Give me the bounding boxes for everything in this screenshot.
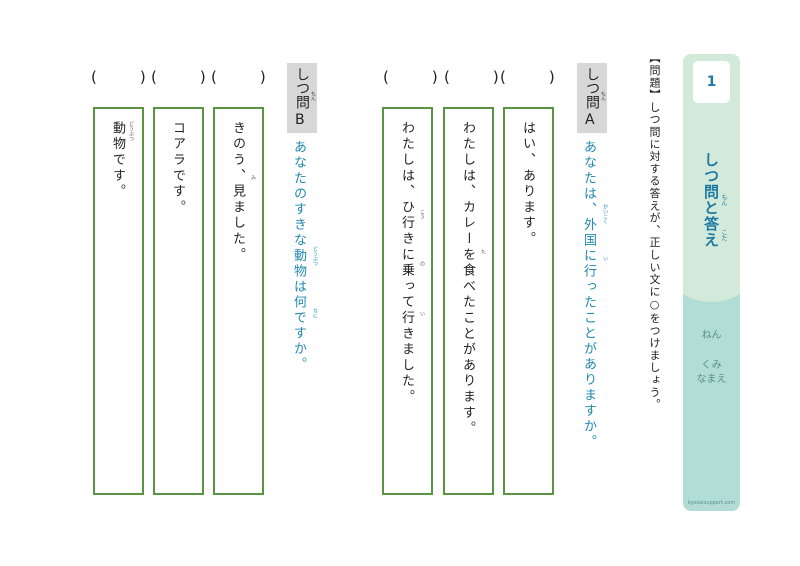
question-b-label: しつ問 [294, 67, 310, 109]
worksheet-number: 1 [693, 61, 730, 103]
answer-a2-box[interactable]: わたしは、カレーを食べたことがあります。 た [443, 107, 494, 495]
answer-b2-text: コアラです。 [170, 121, 185, 216]
answer-b3-box[interactable]: 動物です。 どうぶつ [93, 107, 144, 495]
title-ruby-mon: もん [720, 194, 727, 206]
title-ruby-kota: こた [720, 229, 727, 241]
answer-a3-paren[interactable]: ( ) [383, 68, 452, 86]
name-label: なまえ [696, 374, 727, 385]
question-a-label: しつ問 [584, 67, 600, 109]
question-a-letter: A [585, 112, 595, 128]
question-b-ruby-nani: なに [312, 308, 318, 318]
answer-a3-ruby-no: の [419, 261, 425, 266]
question-b-text: あなたのすきな動物は何ですか。 [291, 140, 306, 373]
answer-a3-ruby-i: い [419, 311, 425, 316]
answer-b2-box[interactable]: コアラです。 [153, 107, 204, 495]
answer-a1-text: はい、あります。 [520, 121, 535, 248]
question-a-label-ruby: もん [600, 91, 606, 101]
worksheet-sidebar: 1 しつ問と答え もん こた ねん くみ なまえ kyozaisupport.c… [683, 54, 740, 511]
question-a-ruby-i: い [602, 256, 608, 261]
answer-a3-box[interactable]: わたしは、ひ行きに乗って行きました。 こう の い [382, 107, 433, 495]
answer-b1-ruby-mi: み [250, 175, 256, 180]
question-a-text: あなたは、外国に行ったことがありますか。 [581, 140, 596, 450]
question-a-tab: しつ問 もん A [577, 63, 607, 133]
answer-b1-text: きのう、見ました。 [230, 121, 245, 264]
answer-a3-text: わたしは、ひ行きに乗って行きました。 [399, 121, 414, 406]
answer-b1-box[interactable]: きのう、見ました。 み [213, 107, 264, 495]
answer-a2-text: わたしは、カレーを食べたことがあります。 [460, 121, 475, 437]
answer-a2-ruby-ta: た [480, 249, 486, 254]
question-b-ruby-doubutsu: どうぶつ [312, 246, 318, 266]
instructions: 【問題】しつ問に対する答えが、正しい文に○をつけましょう。 [648, 52, 661, 411]
question-b-label-ruby: もん [310, 91, 316, 101]
question-a-ruby-gaikoku: がいこく [602, 204, 608, 224]
answer-a3-ruby-kou: こう [419, 209, 425, 219]
answer-b2-paren[interactable]: ( ) [151, 68, 220, 86]
answer-b1-paren[interactable]: ( ) [211, 68, 280, 86]
answer-b3-ruby-doubutsu: どうぶつ [128, 121, 134, 141]
answer-b3-paren[interactable]: ( ) [91, 68, 160, 86]
worksheet-title: しつ問と答え [702, 152, 720, 248]
site-url: kyozaisupport.com [687, 500, 736, 506]
answer-b3-text: 動物です。 [110, 121, 125, 200]
answer-a1-paren[interactable]: ( ) [500, 68, 569, 86]
class-label: くみ [701, 360, 722, 371]
question-b-tab: しつ問 もん B [287, 63, 317, 133]
answer-a2-paren[interactable]: ( ) [444, 68, 513, 86]
answer-a1-box[interactable]: はい、あります。 [503, 107, 554, 495]
question-b-letter: B [295, 112, 305, 128]
year-label: ねん [701, 330, 722, 341]
